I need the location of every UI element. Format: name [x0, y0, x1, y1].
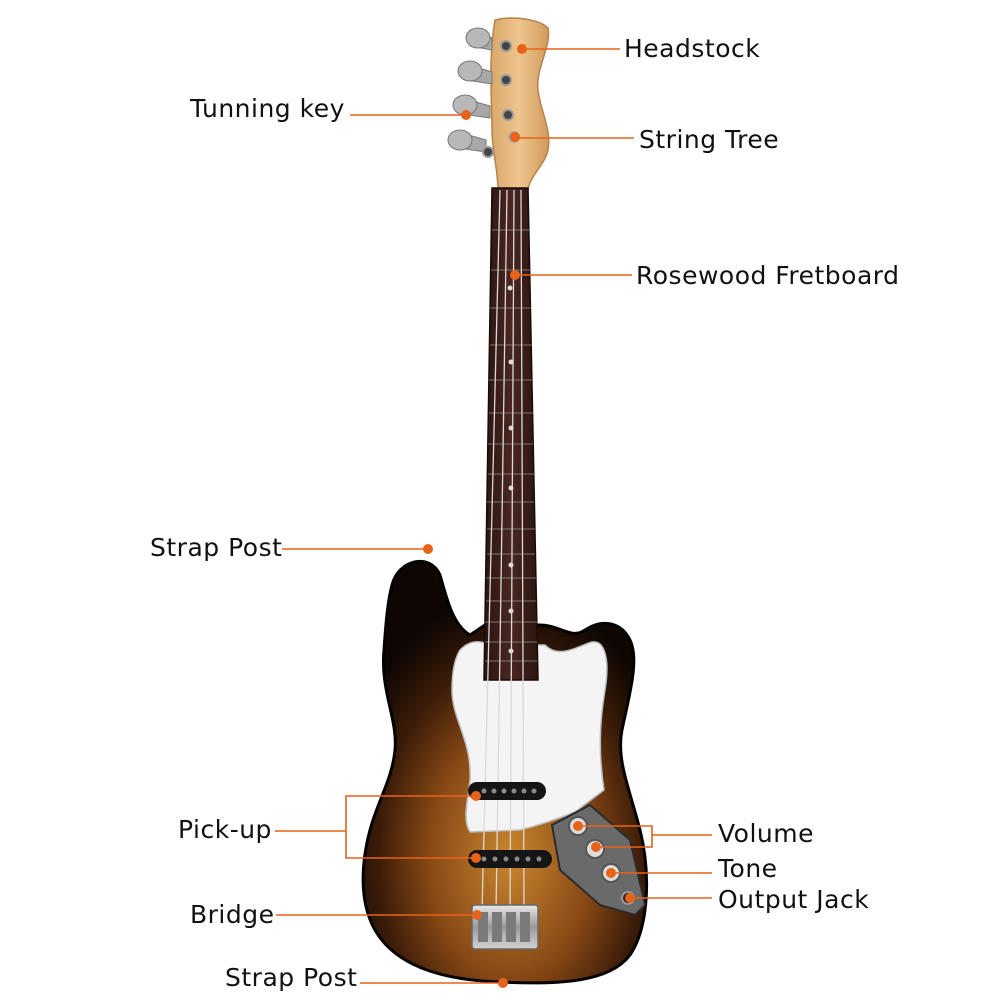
tuning-keys: [447, 27, 520, 158]
label-tone: Tone: [718, 854, 778, 883]
dot-string-tree: [510, 132, 520, 142]
dot-strap-post-bottom: [498, 978, 508, 988]
label-headstock: Headstock: [624, 34, 761, 63]
label-bridge: Bridge: [190, 900, 275, 929]
leader-lines: [275, 48, 712, 984]
dot-strap-post-top: [423, 544, 433, 554]
label-pickup: Pick-up: [178, 815, 272, 844]
label-volume: Volume: [718, 819, 814, 848]
headstock-shape: [490, 17, 550, 191]
dot-headstock: [517, 44, 527, 54]
label-strap-post-bottom: Strap Post: [225, 963, 358, 992]
label-fretboard: Rosewood Fretboard: [636, 261, 900, 290]
label-output-jack: Output Jack: [718, 885, 870, 914]
dot-tone: [591, 842, 601, 852]
pickups: [468, 782, 552, 868]
label-tuning-key: Tunning key: [190, 94, 345, 123]
dot-tone-2: [606, 868, 616, 878]
dot-tuning-key: [461, 110, 471, 120]
label-string-tree: String Tree: [639, 125, 780, 154]
dot-pickup-bridge: [471, 853, 481, 863]
leader-dots: [423, 44, 635, 988]
dot-volume: [573, 821, 583, 831]
dot-fretboard: [510, 270, 520, 280]
dot-output-jack: [625, 893, 635, 903]
bridge-hardware: [471, 904, 539, 950]
guitar-body: [361, 559, 649, 985]
neck: [483, 187, 539, 681]
dot-pickup-neck: [471, 791, 481, 801]
label-strap-post-top: Strap Post: [150, 533, 283, 562]
dot-bridge: [472, 910, 482, 920]
